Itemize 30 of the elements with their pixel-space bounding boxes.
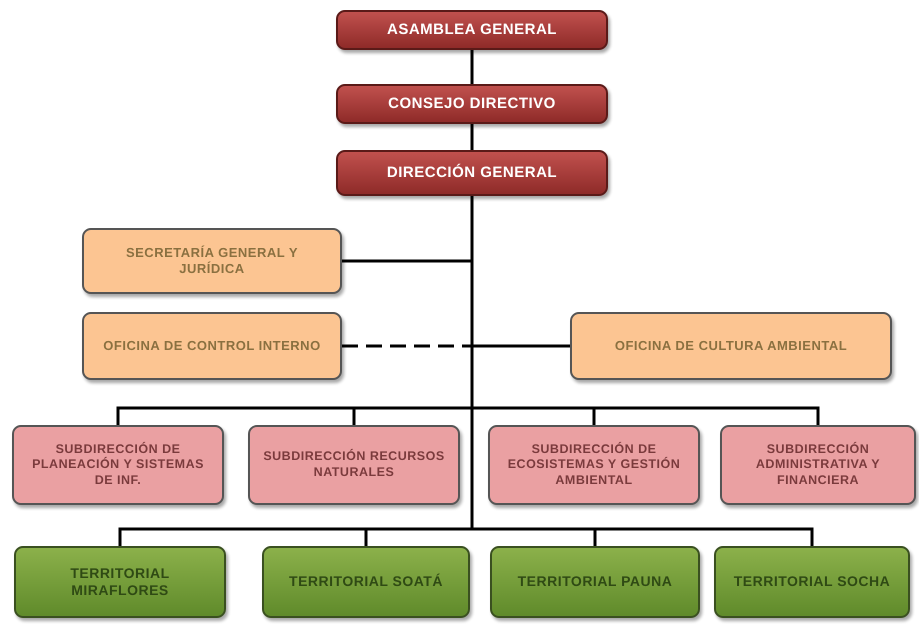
- unit-name: CONSEJO DIRECTIVO: [388, 94, 556, 114]
- org-unit-box: [714, 546, 910, 618]
- unit-name: OFICINA DE CONTROL INTERNO: [103, 338, 321, 354]
- org-unit-box: [82, 228, 342, 294]
- unit-name: DIRECCIÓN GENERAL: [386, 164, 558, 182]
- unit-name: TERRITORIAL SOCHA: [734, 573, 890, 591]
- unit-name: TERRITORIAL SOATÁ: [289, 573, 443, 591]
- unit-name: SUBDIRECCIÓN RECURSOS NATURALES: [262, 449, 446, 481]
- org-unit-box: [490, 546, 700, 618]
- unit-name: SUBDIRECCIÓN ADMINISTRATIVA Y FINANCIERA: [754, 442, 882, 488]
- org-unit-box: [248, 425, 460, 505]
- org-unit-box: [14, 546, 226, 618]
- org-unit-box: [12, 425, 224, 505]
- org-unit-box: [82, 312, 342, 380]
- org-unit-box: [336, 10, 608, 50]
- unit-name: TERRITORIAL PAUNA: [518, 573, 672, 591]
- org-unit-box: [488, 425, 700, 505]
- org-unit-box: [262, 546, 470, 618]
- connector: [470, 50, 474, 84]
- org-unit-box: [336, 150, 608, 196]
- unit-name: SUBDIRECCIÓN DE PLANEACIÓN Y SISTEMAS DE INF.: [31, 442, 205, 488]
- org-unit-box: [336, 84, 608, 124]
- unit-name: TERRITORIAL MIRAFLORES: [69, 564, 171, 600]
- org-unit-box: [570, 312, 892, 380]
- unit-name: SECRETARÍA GENERAL Y JURÍDICA: [124, 244, 300, 278]
- connector: [470, 124, 474, 150]
- unit-name: SUBDIRECCIÓN DE ECOSISTEMAS Y GESTIÓN AMBIENTAL: [506, 442, 682, 488]
- unit-name: OFICINA DE CULTURA AMBIENTAL: [614, 338, 848, 354]
- unit-name: ASAMBLEA GENERAL: [387, 20, 557, 40]
- org-unit-box: [720, 425, 916, 505]
